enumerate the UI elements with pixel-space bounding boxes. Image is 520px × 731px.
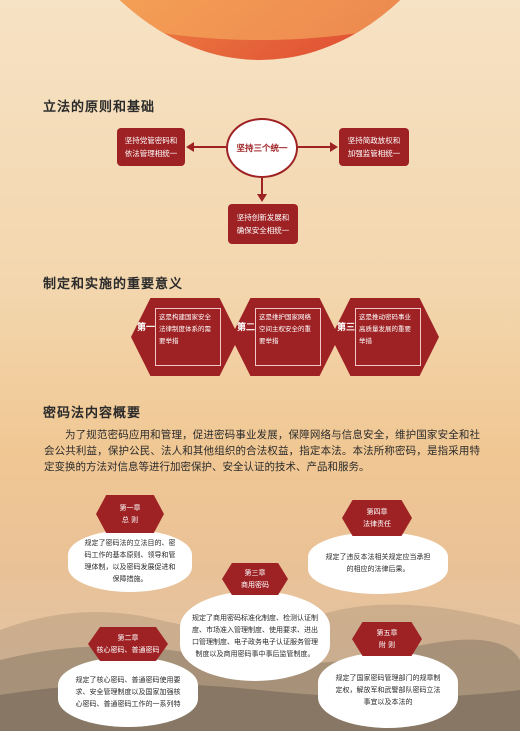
chapter-4-num: 第四章 bbox=[366, 508, 388, 516]
chapter-2-header: 第二章 核心密码、普通密码 bbox=[88, 627, 168, 661]
chapter-2-text: 规定了核心密码、普通密码使用要求、安全管理制度以及国家加强核心密码、普通密码工作… bbox=[58, 657, 198, 727]
significance-item-2: 第二 这是维护国家网络空间主权安全的重要举措 bbox=[231, 298, 339, 376]
chapter-3-title: 商用密码 bbox=[241, 581, 269, 589]
principle-left-box: 坚持党管密码和依法管理相统一 bbox=[117, 128, 185, 166]
principles-arrows bbox=[186, 142, 338, 202]
section-title-overview: 密码法内容概要 bbox=[43, 406, 142, 421]
significance-item-1: 第一 这是构建国家安全法律制度体系的需要举措 bbox=[131, 298, 239, 376]
chapter-2-title: 核心密码、普通密码 bbox=[96, 646, 160, 654]
principle-right-box: 坚持简政放权和加强监管相统一 bbox=[339, 128, 409, 166]
chapter-2: 规定了核心密码、普通密码使用要求、安全管理制度以及国家加强核心密码、普通密码工作… bbox=[58, 627, 198, 727]
significance-item-3: 第三 这是推动密码事业高质量发展的重要举措 bbox=[331, 298, 439, 376]
chapter-4-title: 法律责任 bbox=[363, 520, 391, 528]
overview-paragraph: 为了规范密码应用和管理，促进密码事业发展，保障网络与信息安全，维护国家安全和社会… bbox=[44, 429, 480, 473]
chapter-5-header: 第五章 附 则 bbox=[352, 622, 422, 656]
section-title-significance: 制定和实施的重要意义 bbox=[43, 277, 184, 292]
significance-label: 第二 bbox=[237, 323, 256, 333]
chapter-3-num: 第三章 bbox=[244, 569, 266, 577]
principle-center-circle: 坚持三个统一 bbox=[226, 118, 298, 178]
significance-text: 这是推动密码事业高质量发展的重要举措 bbox=[355, 308, 421, 366]
significance-label: 第一 bbox=[137, 323, 156, 333]
chapter-3-text: 规定了商用密码标准化制度、检测认证制度、市场准入管理制度、使用要求、进出口管理制… bbox=[180, 591, 330, 681]
section-title-principles: 立法的原则和基础 bbox=[43, 100, 156, 115]
chapter-1-num: 第一章 bbox=[119, 504, 141, 512]
chapter-4: 规定了违反本法相关规定应当承担的相应的法律后果。 第四章 法律责任 bbox=[308, 500, 448, 600]
chapter-4-header: 第四章 法律责任 bbox=[342, 500, 412, 536]
chapter-1-text: 规定了密码法的立法目的、密码工作的基本原则、领导和管理体制，以及密码发展促进和保… bbox=[68, 530, 192, 592]
significance-text: 这是维护国家网络空间主权安全的重要举措 bbox=[255, 308, 321, 366]
chapter-5-text: 规定了国家密码管理部门的规章制定权，解放军和武警部队密码立法事宜以及本法的 bbox=[318, 652, 458, 728]
chapter-5: 规定了国家密码管理部门的规章制定权，解放军和武警部队密码立法事宜以及本法的 第五… bbox=[318, 622, 458, 728]
chapter-5-title: 附 则 bbox=[378, 641, 396, 649]
significance-label: 第三 bbox=[337, 323, 356, 333]
chapter-1-header: 第一章 总 则 bbox=[96, 495, 164, 533]
chapter-4-text: 规定了违反本法相关规定应当承担的相应的法律后果。 bbox=[308, 532, 448, 594]
chapter-1-title: 总 则 bbox=[121, 516, 139, 524]
chapter-2-num: 第二章 bbox=[117, 634, 139, 642]
chapter-5-num: 第五章 bbox=[376, 629, 398, 637]
chapter-1: 规定了密码法的立法目的、密码工作的基本原则、领导和管理体制，以及密码发展促进和保… bbox=[60, 495, 200, 595]
chapter-3-header: 第三章 商用密码 bbox=[222, 563, 288, 595]
chapter-3: 规定了商用密码标准化制度、检测认证制度、市场准入管理制度、使用要求、进出口管理制… bbox=[180, 563, 330, 683]
principle-bottom-box: 坚持创新发展和确保安全相统一 bbox=[228, 204, 298, 244]
significance-text: 这是构建国家安全法律制度体系的需要举措 bbox=[155, 308, 221, 366]
